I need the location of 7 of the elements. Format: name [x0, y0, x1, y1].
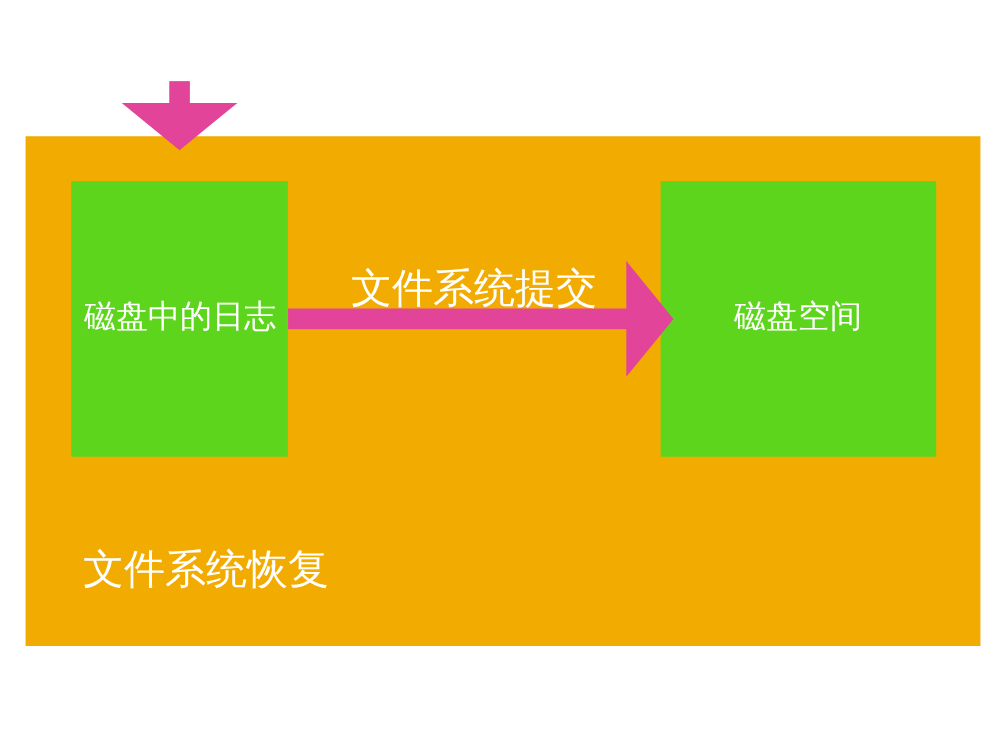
edge-label: 文件系统提交	[351, 263, 598, 312]
node-box: 磁盘中的日志	[71, 180, 288, 457]
arrow	[121, 80, 238, 150]
label: 文件系统恢复	[83, 544, 330, 593]
node-box: 磁盘空间	[660, 180, 937, 457]
cluster	[25, 135, 981, 646]
arrow	[288, 260, 674, 377]
